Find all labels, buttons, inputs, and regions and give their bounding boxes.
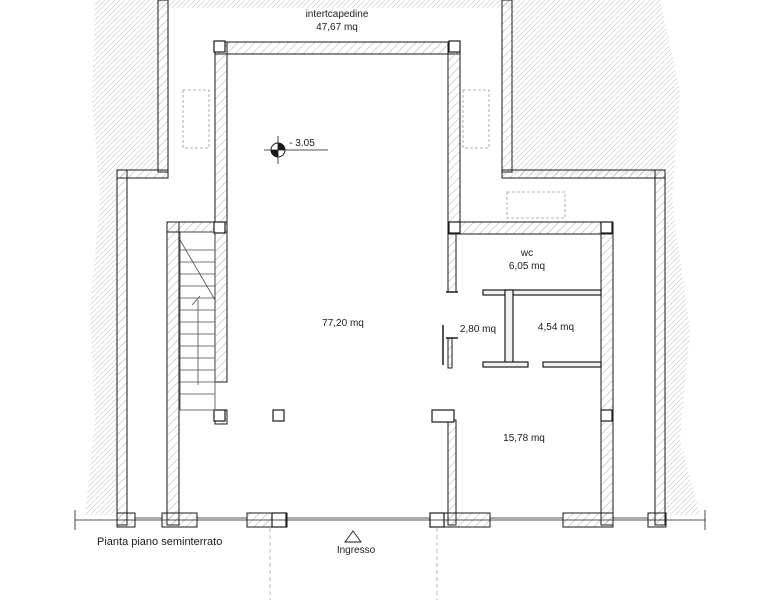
entrance-guides	[269, 528, 438, 600]
main-hall-area: 77,20 mq	[322, 318, 364, 329]
entrance-arrow-icon	[344, 530, 362, 543]
cavity-area: 47,67 mq	[316, 22, 358, 33]
entrance-label: Ingresso	[337, 545, 376, 556]
plan-caption: Pianta piano seminterrato	[97, 536, 222, 548]
staircase	[179, 231, 216, 411]
wc-area: 6,05 mq	[509, 261, 545, 272]
dashed-outlines	[182, 89, 566, 219]
small-room-a-area: 2,80 mq	[460, 324, 496, 335]
cavity-name: intertcapedine	[306, 9, 369, 20]
partitions	[482, 289, 602, 368]
wc-name: wc	[520, 248, 533, 259]
pillars	[213, 40, 613, 528]
terrain-top	[158, 0, 512, 8]
main-walls	[116, 41, 667, 528]
lower-room-area: 15,78 mq	[503, 433, 545, 444]
front-facade	[74, 510, 706, 530]
cavity-walls	[116, 0, 666, 526]
door-jambs	[442, 291, 458, 365]
terrain-right	[512, 0, 700, 515]
terrain-left	[85, 0, 158, 515]
elevation-label: - 3.05	[289, 138, 315, 149]
elevation-marker-icon	[264, 136, 328, 164]
small-room-b-area: 4,54 mq	[538, 322, 574, 333]
